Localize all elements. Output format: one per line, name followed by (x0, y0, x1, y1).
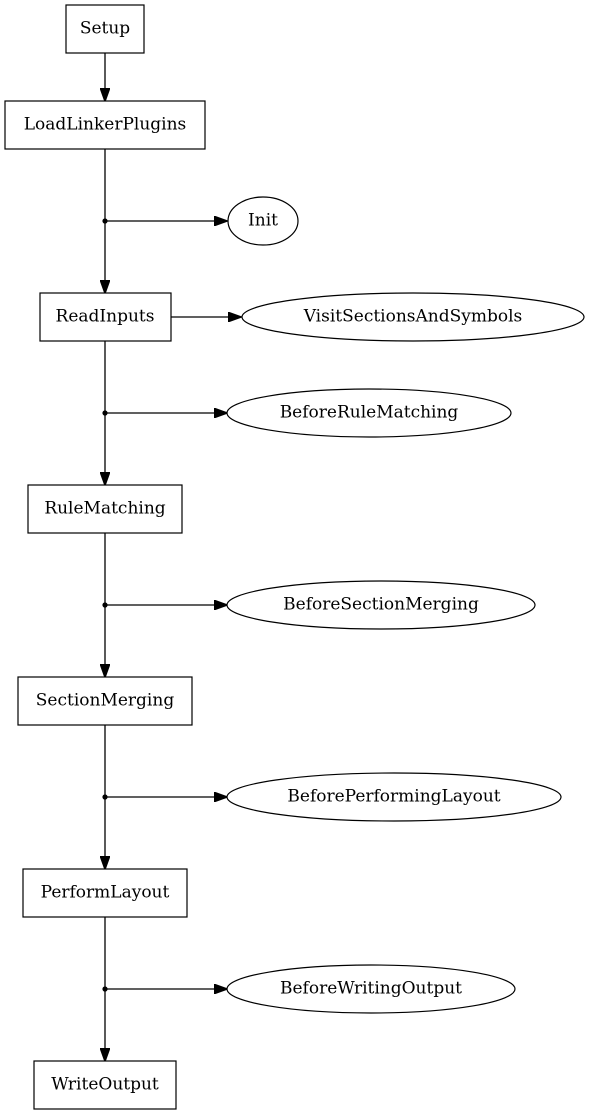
node-label: PerformLayout (41, 883, 170, 903)
hook-beforewritingoutput: BeforeWritingOutput (226, 964, 516, 1014)
node-performlayout: PerformLayout (22, 868, 188, 918)
hook-visitsectionsandsymbols: VisitSectionsAndSymbols (241, 292, 585, 342)
hook-label: VisitSectionsAndSymbols (303, 307, 523, 327)
hook-beforesectionmerging: BeforeSectionMerging (226, 580, 536, 630)
hook-label: BeforeWritingOutput (280, 979, 462, 999)
hook-label: BeforePerformingLayout (287, 787, 500, 807)
hook-label: Init (248, 211, 278, 231)
node-label: LoadLinkerPlugins (24, 115, 187, 135)
node-rulematching: RuleMatching (27, 484, 183, 534)
hook-beforerulematching: BeforeRuleMatching (226, 388, 512, 438)
stage-nodes: Setup LoadLinkerPlugins ReadInputs RuleM… (4, 4, 206, 1110)
node-label: ReadInputs (56, 307, 155, 327)
edges (102, 53, 241, 1061)
hook-init: Init (227, 196, 299, 246)
node-label: RuleMatching (44, 499, 165, 519)
hook-label: BeforeRuleMatching (280, 403, 459, 423)
hook-nodes: Init VisitSectionsAndSymbols BeforeRuleM… (226, 196, 585, 1014)
node-sectionmerging: SectionMerging (17, 676, 193, 726)
node-writeoutput: WriteOutput (33, 1060, 177, 1110)
node-label: Setup (80, 19, 130, 39)
hook-label: BeforeSectionMerging (283, 595, 479, 615)
node-label: SectionMerging (36, 691, 175, 711)
node-setup: Setup (65, 4, 145, 54)
node-readinputs: ReadInputs (39, 292, 172, 342)
node-loadlinkerplugins: LoadLinkerPlugins (4, 100, 206, 150)
hook-beforeperforminglayout: BeforePerformingLayout (226, 772, 562, 822)
node-label: WriteOutput (51, 1075, 159, 1095)
